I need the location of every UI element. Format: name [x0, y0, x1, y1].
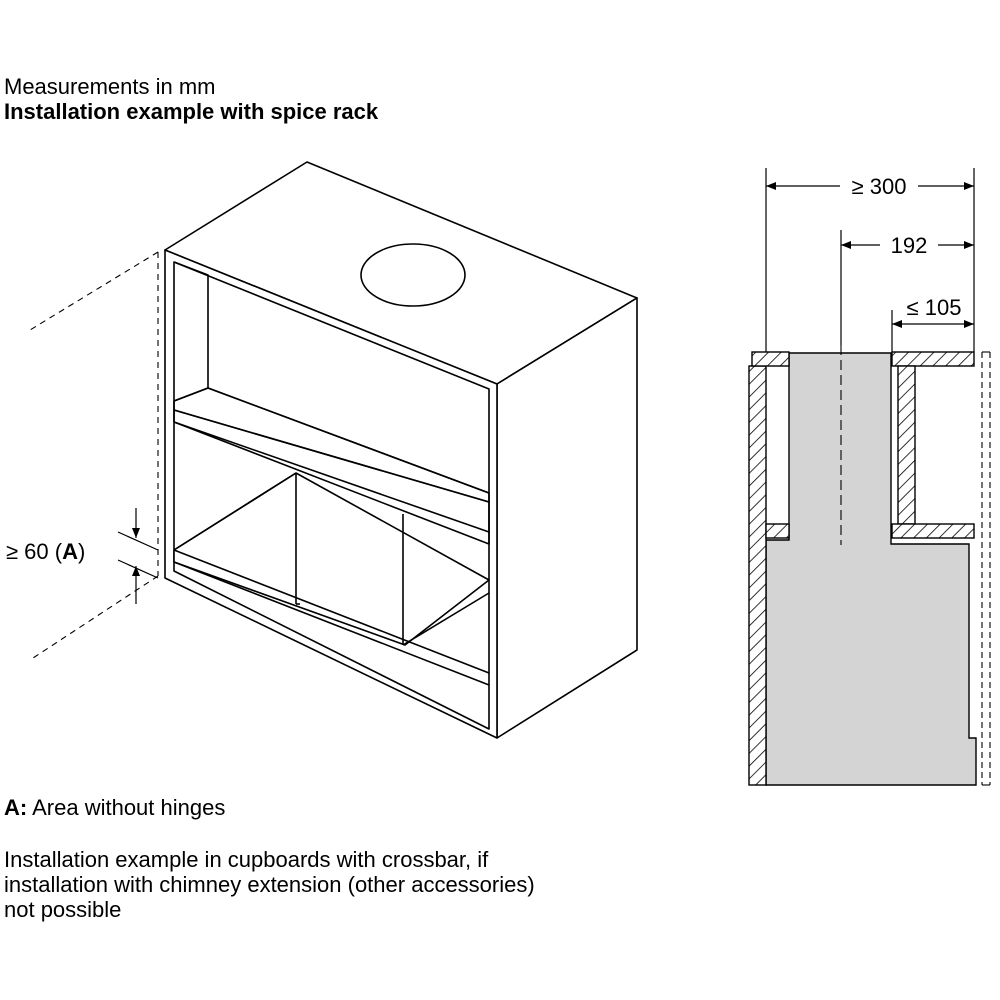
- dimension-offset-label: 192: [891, 233, 928, 258]
- legend-a-key: A:: [4, 795, 28, 820]
- top-board-left: [751, 351, 790, 367]
- dimension-depth-label: ≥ 300: [852, 174, 907, 199]
- dimension-a-label: ≥ 60 (A): [6, 539, 85, 564]
- top-board-right: [891, 351, 975, 367]
- section-drawing: [748, 345, 991, 786]
- back-wall: [748, 365, 767, 786]
- legend-a: A: Area without hinges: [4, 795, 225, 820]
- hood-silhouette: [765, 352, 977, 786]
- note-line-3: not possible: [4, 897, 122, 922]
- section-dimensions: [765, 168, 975, 352]
- wall-outline: [29, 251, 159, 661]
- dimension-a: [117, 508, 159, 604]
- crossbar-post: [897, 365, 916, 525]
- page-title: Installation example with spice rack: [4, 99, 379, 124]
- measurements-note: Measurements in mm: [4, 74, 216, 99]
- chimney-opening: [360, 243, 466, 307]
- cabinet-shelf: [173, 387, 490, 503]
- note-line-2: installation with chimney extension (oth…: [4, 872, 535, 897]
- crossbar-right: [891, 523, 975, 539]
- crossbar: [173, 409, 490, 545]
- legend-a-text: Area without hinges: [27, 795, 226, 820]
- dimension-max-label: ≤ 105: [907, 295, 962, 320]
- note-line-1: Installation example in cupboards with c…: [4, 847, 489, 872]
- crossbar-left: [765, 523, 790, 539]
- cabinet-drawing: [29, 161, 638, 739]
